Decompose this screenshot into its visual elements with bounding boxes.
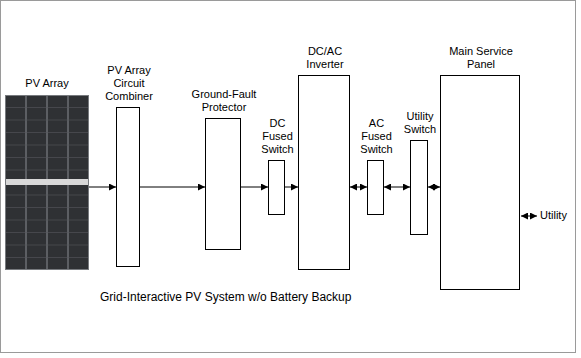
box-heading: Main Service Panel bbox=[443, 45, 519, 71]
combiner-box: PV Array Circuit Combiner bbox=[116, 107, 140, 267]
utility-label: Utility bbox=[540, 209, 567, 222]
box-heading: DC/AC Inverter bbox=[299, 45, 351, 71]
service-panel-box: Main Service Panel bbox=[440, 75, 520, 290]
power-arrow bbox=[428, 187, 440, 188]
power-arrow bbox=[89, 187, 116, 188]
box-heading: Ground-Fault Protector bbox=[189, 88, 259, 114]
power-arrow bbox=[350, 187, 367, 188]
power-arrow bbox=[241, 187, 268, 188]
box-heading: Utility Switch bbox=[400, 110, 440, 136]
box-heading: PV Array bbox=[12, 77, 82, 90]
ground-fault-box: Ground-Fault Protector bbox=[205, 118, 241, 250]
pv-panel-illustration bbox=[5, 95, 89, 270]
ac-switch-box: AC Fused Switch bbox=[367, 160, 384, 215]
box-heading: PV Array Circuit Combiner bbox=[101, 64, 157, 103]
utility-arrow bbox=[521, 216, 537, 217]
box-heading: DC Fused Switch bbox=[258, 117, 298, 156]
power-arrow bbox=[384, 187, 410, 188]
inverter-box: DC/AC Inverter bbox=[298, 75, 350, 270]
caption: Grid-Interactive PV System w/o Battery B… bbox=[100, 291, 351, 304]
outer-border bbox=[1, 1, 576, 353]
pv-array: PV Array bbox=[5, 95, 89, 270]
box-heading: AC Fused Switch bbox=[357, 117, 397, 156]
utility-switch-box: Utility Switch bbox=[410, 140, 428, 235]
power-arrow bbox=[140, 187, 205, 188]
power-arrow bbox=[285, 187, 298, 188]
dc-switch-box: DC Fused Switch bbox=[268, 160, 285, 215]
